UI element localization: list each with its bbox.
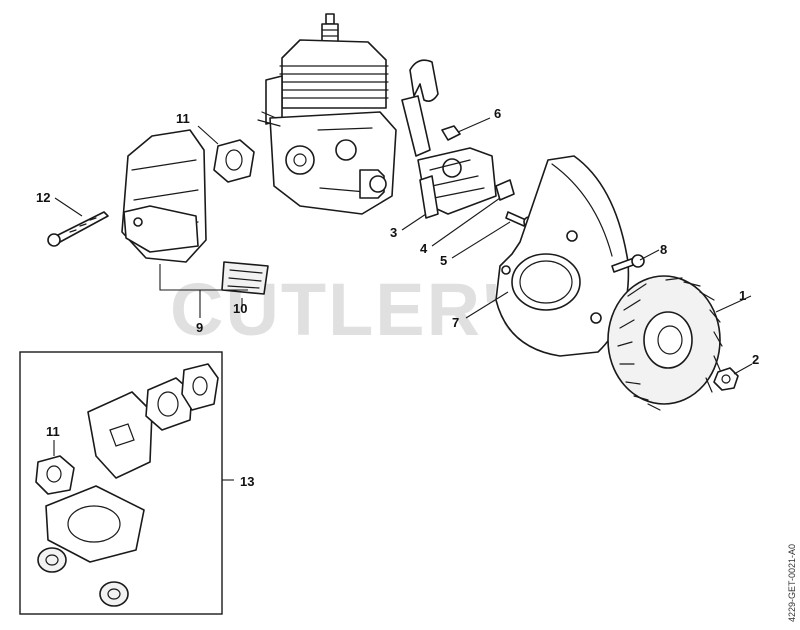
callout-8: 8 (660, 242, 667, 257)
callout-2: 2 (752, 352, 759, 367)
callout-9: 9 (196, 320, 203, 335)
callout-10: 10 (233, 301, 247, 316)
callout-6: 6 (494, 106, 501, 121)
bracket-part-4 (495, 179, 515, 201)
flywheel (607, 275, 723, 411)
engine-block (257, 13, 397, 215)
bolt-part-12 (47, 211, 109, 247)
ignition-module (401, 59, 497, 219)
callout-4: 4 (420, 241, 428, 256)
callout-7: 7 (452, 315, 459, 330)
callout-5: 5 (440, 253, 447, 268)
screw-part-8 (611, 254, 645, 273)
fan-housing (495, 155, 630, 357)
callout-1: 1 (739, 288, 746, 303)
leader-lines (53, 117, 753, 481)
gasket-kit-box (19, 351, 223, 615)
document-number: 4229-GET-0021-A0 (787, 544, 797, 622)
muffler (121, 129, 207, 263)
callout-12: 12 (36, 190, 50, 205)
nut-part-6 (441, 125, 461, 141)
callout-13: 13 (240, 474, 254, 489)
callout-3: 3 (390, 225, 397, 240)
nut-part-2 (713, 367, 739, 391)
screen-part-10 (221, 261, 269, 295)
callout-11-kit: 11 (46, 424, 60, 439)
muffler-gasket-11 (213, 139, 255, 183)
callout-11: 11 (176, 111, 190, 126)
